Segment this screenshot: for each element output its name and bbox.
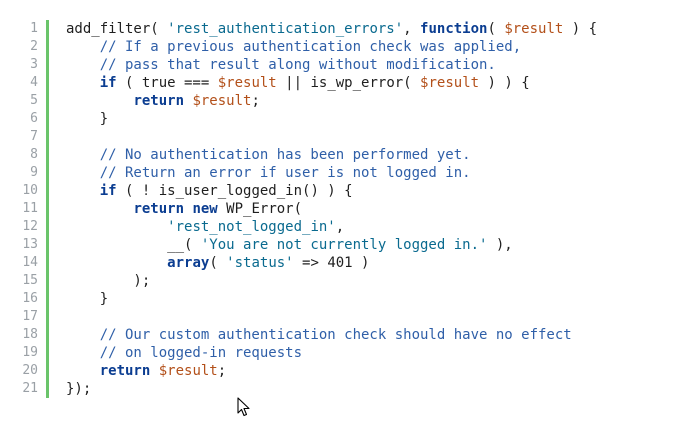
code-token: $result	[192, 93, 252, 109]
code-token: function	[420, 21, 488, 37]
code-token: ,	[403, 21, 421, 37]
code-token: 'status'	[226, 255, 294, 271]
code-token	[150, 363, 158, 379]
line-number: 1	[30, 21, 38, 36]
code-line: array( 'status' => 401 )	[66, 254, 688, 272]
code-token: $result	[158, 363, 218, 379]
code-token: ;	[217, 363, 227, 379]
code-token: => 401 )	[293, 255, 370, 271]
line-number: 15	[22, 273, 38, 288]
line-number: 5	[30, 93, 38, 108]
code-token: 'rest_authentication_errors'	[167, 21, 404, 37]
code-line: }	[66, 110, 688, 128]
code-token: $result	[504, 21, 564, 37]
code-line: 'rest_not_logged_in',	[66, 218, 688, 236]
code-token: $result	[217, 75, 277, 91]
code-token: ) {	[563, 21, 598, 37]
code-line	[66, 308, 688, 326]
code-token: // Return an error if user is not logged…	[66, 165, 471, 181]
code-token: if	[99, 75, 117, 91]
code-token: ),	[487, 237, 513, 253]
line-number: 18	[22, 327, 38, 342]
line-number: 19	[22, 345, 38, 360]
code-token: (	[487, 21, 505, 37]
code-line: }	[66, 290, 688, 308]
code-line: // Return an error if user is not logged…	[66, 164, 688, 182]
code-token: return	[133, 201, 185, 217]
code-token	[66, 93, 133, 109]
code-line: // on logged-in requests	[66, 344, 688, 362]
code-line: // Our custom authentication check shoul…	[66, 326, 688, 344]
code-token: // Our custom authentication check shoul…	[66, 327, 572, 343]
code-token: return	[133, 93, 185, 109]
code-line: __( 'You are not currently logged in.' )…	[66, 236, 688, 254]
line-number: 9	[30, 165, 38, 180]
code-area[interactable]: add_filter( 'rest_authentication_errors'…	[66, 20, 688, 398]
code-line	[66, 128, 688, 146]
code-token	[66, 75, 100, 91]
code-token: return	[99, 363, 151, 379]
code-token: });	[66, 381, 92, 397]
code-line: // If a previous authentication check wa…	[66, 38, 688, 56]
code-token	[66, 183, 100, 199]
code-token: new	[192, 201, 218, 217]
mouse-pointer-icon	[237, 397, 250, 417]
code-token: $result	[420, 75, 480, 91]
line-number: 13	[22, 237, 38, 252]
line-number: 16	[22, 291, 38, 306]
line-number: 6	[30, 111, 38, 126]
line-number: 14	[22, 255, 38, 270]
code-token	[66, 363, 100, 379]
code-line: return $result;	[66, 362, 688, 380]
code-token: }	[66, 291, 109, 307]
code-token: if	[99, 183, 117, 199]
line-number: 10	[22, 183, 38, 198]
code-token: ( ! is_user_logged_in() ) {	[116, 183, 353, 199]
code-token: }	[66, 111, 109, 127]
line-number: 7	[30, 129, 38, 144]
code-token: // on logged-in requests	[66, 345, 303, 361]
line-number: 20	[22, 363, 38, 378]
code-token: 'You are not currently logged in.'	[200, 237, 488, 253]
code-line: );	[66, 272, 688, 290]
code-token: ( true ===	[116, 75, 218, 91]
line-number: 4	[30, 75, 38, 90]
code-token: WP_Error(	[217, 201, 303, 217]
line-number: 17	[22, 309, 38, 324]
code-line: // pass that result along without modifi…	[66, 56, 688, 74]
code-token: ) ) {	[479, 75, 530, 91]
code-token	[66, 219, 167, 235]
code-token: // No authentication has been performed …	[66, 147, 471, 163]
code-line: // No authentication has been performed …	[66, 146, 688, 164]
line-number: 12	[22, 219, 38, 234]
code-token	[66, 201, 133, 217]
code-token: 'rest_not_logged_in'	[167, 219, 336, 235]
code-token: array	[167, 255, 210, 271]
code-token: ;	[251, 93, 260, 109]
code-line: if ( ! is_user_logged_in() ) {	[66, 182, 688, 200]
code-line: if ( true === $result || is_wp_error( $r…	[66, 74, 688, 92]
line-number: 8	[30, 147, 38, 162]
code-line: return $result;	[66, 92, 688, 110]
code-token: // pass that result along without modifi…	[66, 57, 496, 73]
code-line: add_filter( 'rest_authentication_errors'…	[66, 20, 688, 38]
code-token: );	[66, 273, 151, 289]
line-number: 11	[22, 201, 38, 216]
line-number: 3	[30, 57, 38, 72]
code-token: // If a previous authentication check wa…	[66, 39, 522, 55]
code-token: __(	[66, 237, 201, 253]
code-token: (	[209, 255, 227, 271]
line-number: 21	[22, 381, 38, 396]
code-token: ,	[335, 219, 345, 235]
code-token	[66, 255, 167, 271]
code-token: || is_wp_error(	[276, 75, 421, 91]
code-token: add_filter(	[66, 21, 168, 37]
code-line: return new WP_Error(	[66, 200, 688, 218]
line-number: 2	[30, 39, 38, 54]
code-line: });	[66, 380, 688, 398]
